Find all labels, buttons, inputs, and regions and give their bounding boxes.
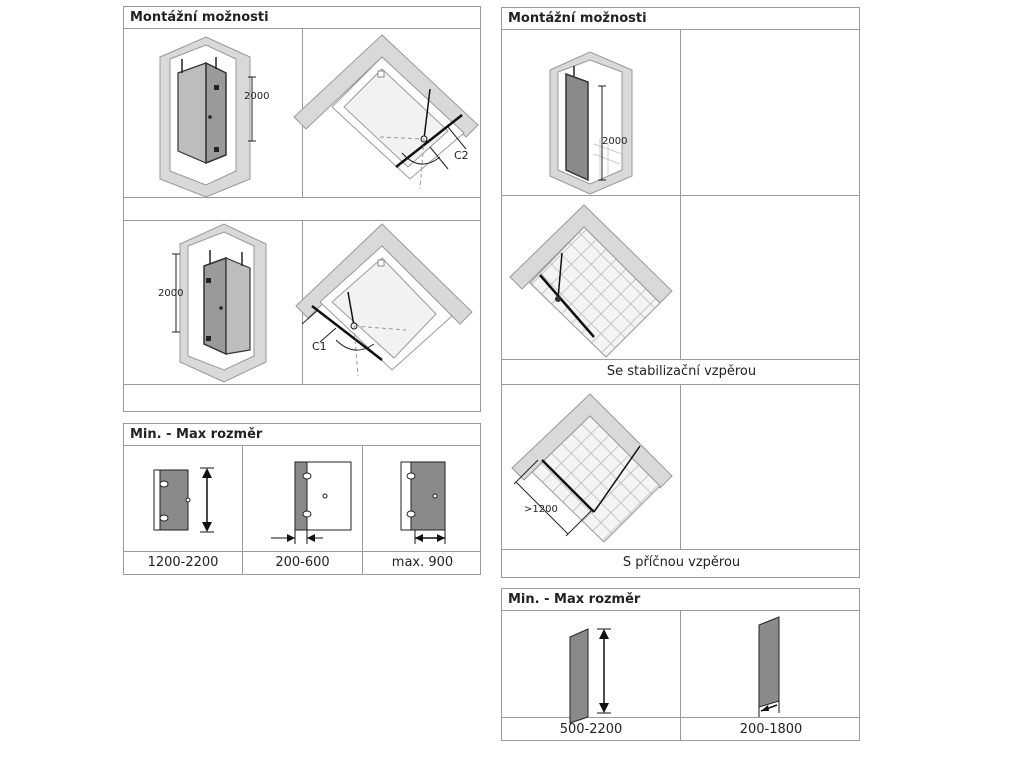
walk-in-width-range-diagram	[758, 616, 780, 717]
row1-gap-label: C2	[454, 149, 469, 162]
row1-height-label: 2000	[244, 91, 269, 102]
shower-3d-left-hinge-illustration: 2000	[158, 223, 267, 383]
walk-in-panel-3d-illustration: 2000	[549, 51, 633, 195]
stabilizing-bar-caption: Se stabilizační vzpěrou	[606, 364, 757, 379]
top-view-left-hinge-plan: C1	[295, 223, 473, 377]
caption-height-range: 1200-2200	[147, 555, 219, 570]
caption-door-width: max. 900	[391, 555, 454, 570]
fixed-panel-width-diagram	[271, 461, 352, 544]
caption-fixed-panel-width: 200-600	[275, 555, 330, 570]
door-width-diagram	[400, 461, 446, 544]
cross-bar-width-label: >1200	[524, 504, 558, 515]
left-minmax-title: Min. - Max rozměr	[124, 424, 480, 446]
cross-bar-caption: S příčnou vzpěrou	[622, 555, 741, 570]
row2-gap-label: C1	[312, 340, 327, 353]
right-minmax-title: Min. - Max rozměr	[502, 589, 859, 611]
left-mounting-title: Montážní možnosti	[124, 7, 480, 29]
caption-walk-in-width: 200-1800	[739, 722, 803, 737]
cross-bar-plan: >1200	[511, 393, 673, 543]
right-mounting-panel: Montážní možnosti 2000 Se stabilizač	[501, 7, 860, 578]
left-mounting-panel: Montážní možnosti 2000 C2	[123, 6, 481, 412]
right-minmax-panel: Min. - Max rozměr 500-2200 200-1800	[501, 588, 860, 741]
left-minmax-panel: Min. - Max rozměr 1200-2200 200-600	[123, 423, 481, 575]
shower-3d-right-hinge-illustration: 2000	[159, 36, 269, 198]
height-range-diagram	[153, 467, 214, 533]
walk-in-height-label: 2000	[602, 136, 627, 147]
row2-height-label: 2000	[158, 288, 183, 299]
caption-walk-in-height: 500-2200	[559, 722, 623, 737]
stabilizing-bar-plan	[509, 204, 673, 358]
walk-in-height-range-diagram	[569, 628, 611, 724]
right-mounting-title: Montážní možnosti	[502, 8, 859, 30]
top-view-right-hinge-plan: C2	[293, 34, 479, 190]
